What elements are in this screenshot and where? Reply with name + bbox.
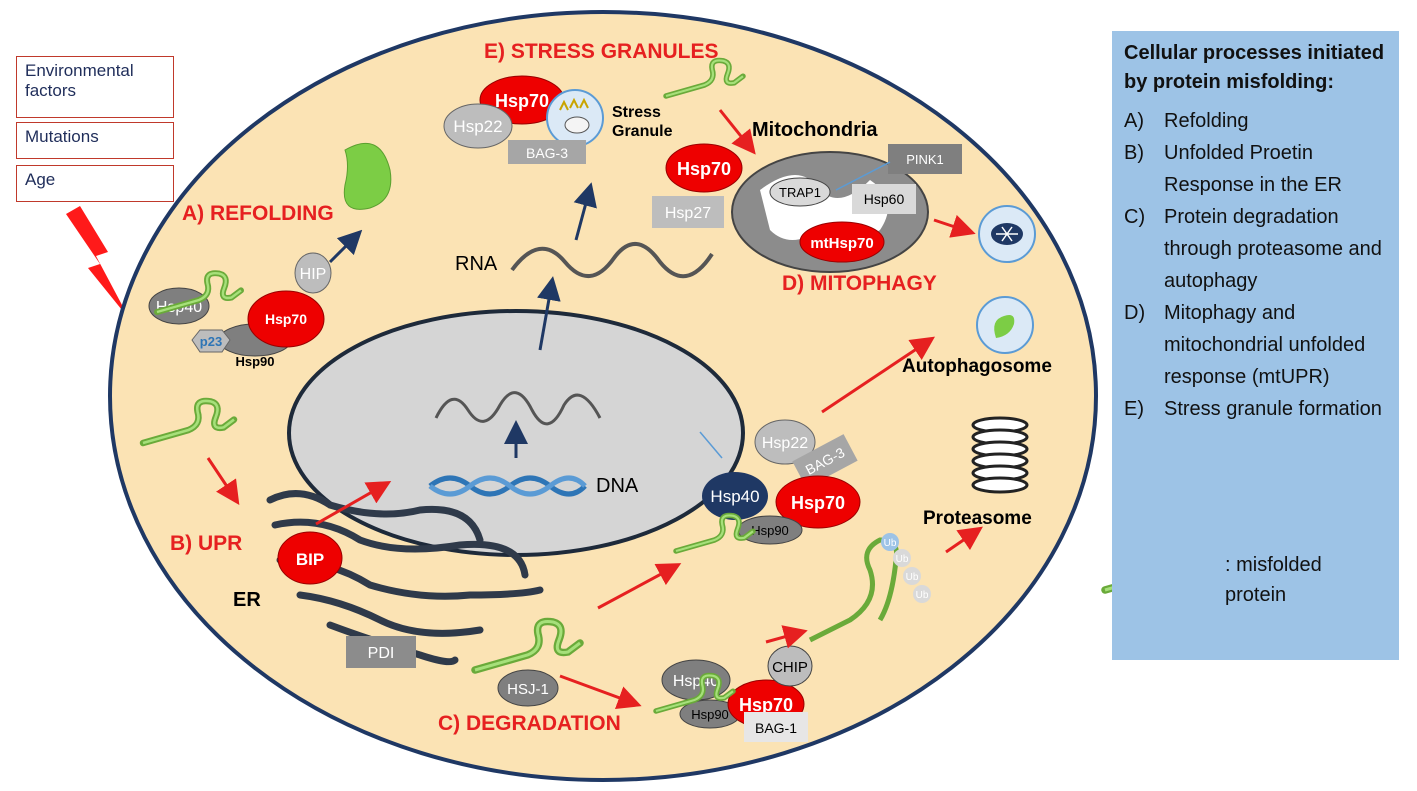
age-label: Age [25,170,56,189]
legend-item-b: B) Unfolded Proetin Response in the ER [1124,137,1387,201]
hsp40-auto [702,472,768,520]
ub-label-3: Ub [906,572,919,583]
pdi-label: PDI [368,645,395,662]
rna-label: RNA [455,253,498,275]
autophagosome-label: Autophagosome [902,356,1052,377]
legend-item-a: A) Refolding [1124,105,1387,137]
bip-label: BIP [296,550,324,569]
hsp22-auto [754,419,816,465]
ub-label-2: Ub [896,554,909,565]
legend-item-c-key: C) [1124,206,1146,228]
hsp70-sg-label: Hsp70 [495,91,549,111]
legend-item-c: C) Protein degradation through proteasome… [1124,201,1387,297]
pdi [346,636,416,668]
trap1-label: TRAP1 [779,185,821,200]
legend-item-a-key: A) [1124,110,1144,132]
p23-label: p23 [200,334,222,349]
nuclear-rna-icon [434,391,602,426]
legend-item-d-text: Mitophagy and mitochondrial unfolded res… [1164,302,1366,388]
dna-label: DNA [596,475,639,497]
legend-item-e-text: Stress granule formation [1164,398,1382,420]
hsp70-refold [247,290,325,348]
hsp90-refold-label: Hsp90 [235,354,274,369]
hsp70-refold-label: Hsp70 [265,311,307,327]
er-label: ER [233,589,261,611]
bip [277,531,343,585]
rna-icon [510,241,714,279]
bag3-auto [792,434,858,488]
degradation-label: C) DEGRADATION [438,712,621,735]
folded-protein-icon [343,142,392,210]
legend-item-e-key: E) [1124,398,1144,420]
stress-granules-label: E) STRESS GRANULES [484,40,719,63]
hsp22-sg-label: Hsp22 [453,117,502,136]
granule-label: Granule [612,123,673,140]
legend-item-d: D) Mitophagy and mitochondrial unfolded r… [1124,297,1387,393]
bag3-sg [508,140,586,164]
bag3-sg-label: BAG-3 [526,145,568,161]
hip-label: HIP [300,266,327,283]
legend-item-e: E) Stress granule formation [1124,393,1387,425]
mthsp70-label: mtHsp70 [810,235,873,252]
mutations-label: Mutations [25,127,99,146]
hsp60-label: Hsp60 [864,191,905,207]
pink1 [888,144,962,174]
misfolded-protein-legend-label: : misfolded protein [1225,554,1322,606]
ubiquitinated-protein-icon [808,537,900,643]
hsj1-label: HSJ-1 [507,681,549,698]
bag1 [744,712,808,742]
hip [294,252,332,294]
environmental-factors-label: Environmental factors [25,61,134,100]
legend-item-b-key: B) [1124,142,1144,164]
ub-label-1: Ub [884,538,897,549]
hsp22-sg [443,103,513,149]
proteasome-icon [971,416,1029,494]
lightning-icon [66,206,130,320]
hsp27-label: Hsp27 [665,205,711,222]
hsp70-mito-label: Hsp70 [677,159,731,179]
upr-label: B) UPR [170,532,242,555]
hsp60 [852,184,916,214]
ubiquitin-chain: Ub Ub Ub Ub [881,533,931,603]
age-box: Age [16,165,174,202]
proteasome-label: Proteasome [923,508,1032,529]
legend-title: Cellular processes initiated by protein … [1124,42,1385,93]
hsp27 [652,196,724,228]
legend-item-c-text: Protein degradation through proteasome a… [1164,206,1382,292]
hsp90-auto-label: Hsp90 [751,523,789,538]
hsp90-deg-label: Hsp90 [691,707,729,722]
mthsp70 [799,221,885,263]
hsp70-mito [665,143,743,193]
dna-icon [428,475,587,497]
refolding-label: A) REFOLDING [182,202,334,225]
mitophagy-label: D) MITOPHAGY [782,272,937,295]
pink1-label: PINK1 [906,152,944,167]
hsp70-deg-label: Hsp70 [739,695,793,715]
ub-label-4: Ub [916,590,929,601]
legend-item-a-text: Refolding [1164,110,1249,132]
hsp70-auto-label: Hsp70 [791,493,845,513]
bag1-label: BAG-1 [755,720,797,736]
mutations-box: Mutations [16,122,174,159]
trap1 [769,177,831,207]
legend-item-d-key: D) [1124,302,1146,324]
legend-item-b-text: Unfolded Proetin Response in the ER [1164,142,1342,196]
hsp40-auto-label: Hsp40 [710,487,759,506]
hsj1 [497,669,559,707]
chip-label: CHIP [772,659,808,676]
p23 [191,329,231,353]
mitochondria-label: Mitochondria [752,119,878,141]
hsp70-auto [775,475,861,529]
legend-panel: Cellular processes initiated by protein … [1112,31,1399,660]
stress-label: Stress [612,104,661,121]
environmental-factors-box: Environmental factors [16,56,174,118]
hsp22-auto-label: Hsp22 [762,435,808,452]
